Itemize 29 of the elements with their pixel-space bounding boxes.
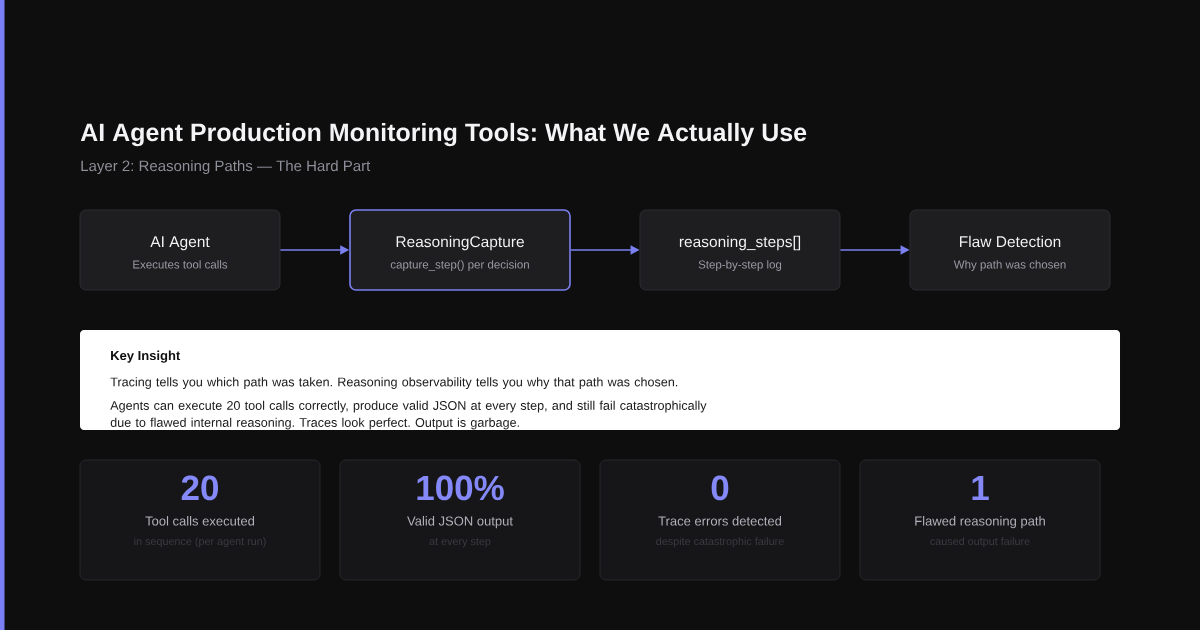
stat-number: 0 [711,475,729,501]
box-subtitle: capture_step() per decision [390,260,529,271]
stat-card [339,459,581,581]
box-title: Flaw Detection [960,235,1061,248]
box-subtitle: Executes tool calls [133,260,228,269]
box-subtitle: Step-by-step log [698,260,782,271]
process-box [79,209,281,291]
callout-box [80,330,1120,430]
stat-label: Tool calls executed [145,516,255,526]
subtitle: Layer 2: Reasoning Paths — The Hard Part [81,160,371,175]
stat-number: 100% [417,475,504,501]
stat-number: 20 [181,475,219,501]
process-box [909,209,1111,291]
callout-text: Agents can execute 20 tool calls correctly, produce valid JSON at every step, and still fail catastrophically due to flawed internal reasoning. Traces look perfect. Output is garbage. [110,400,707,430]
stat-card [599,459,841,581]
callout-heading: Key Insight [111,350,181,363]
stat-label: Trace errors detected [658,516,782,526]
stat-card [79,459,321,581]
title: AI Agent Production Monitoring Tools: What We Actually Use [80,122,807,147]
box-subtitle: Why path was chosen [953,260,1066,271]
stat-label: Valid JSON output [407,516,513,529]
stat-label: Flawed reasoning path [915,516,1045,529]
box-title: AI Agent [150,236,210,251]
process-box [349,209,571,291]
box-title: ReasoningCapture [396,235,524,251]
process-box [639,209,841,291]
box-title: reasoning_steps[] [679,235,801,251]
stat-number: 1 [972,475,989,500]
callout-text: Tracing tells you which path was taken. Reasoning observability tells you why that path was chosen. [110,377,678,389]
